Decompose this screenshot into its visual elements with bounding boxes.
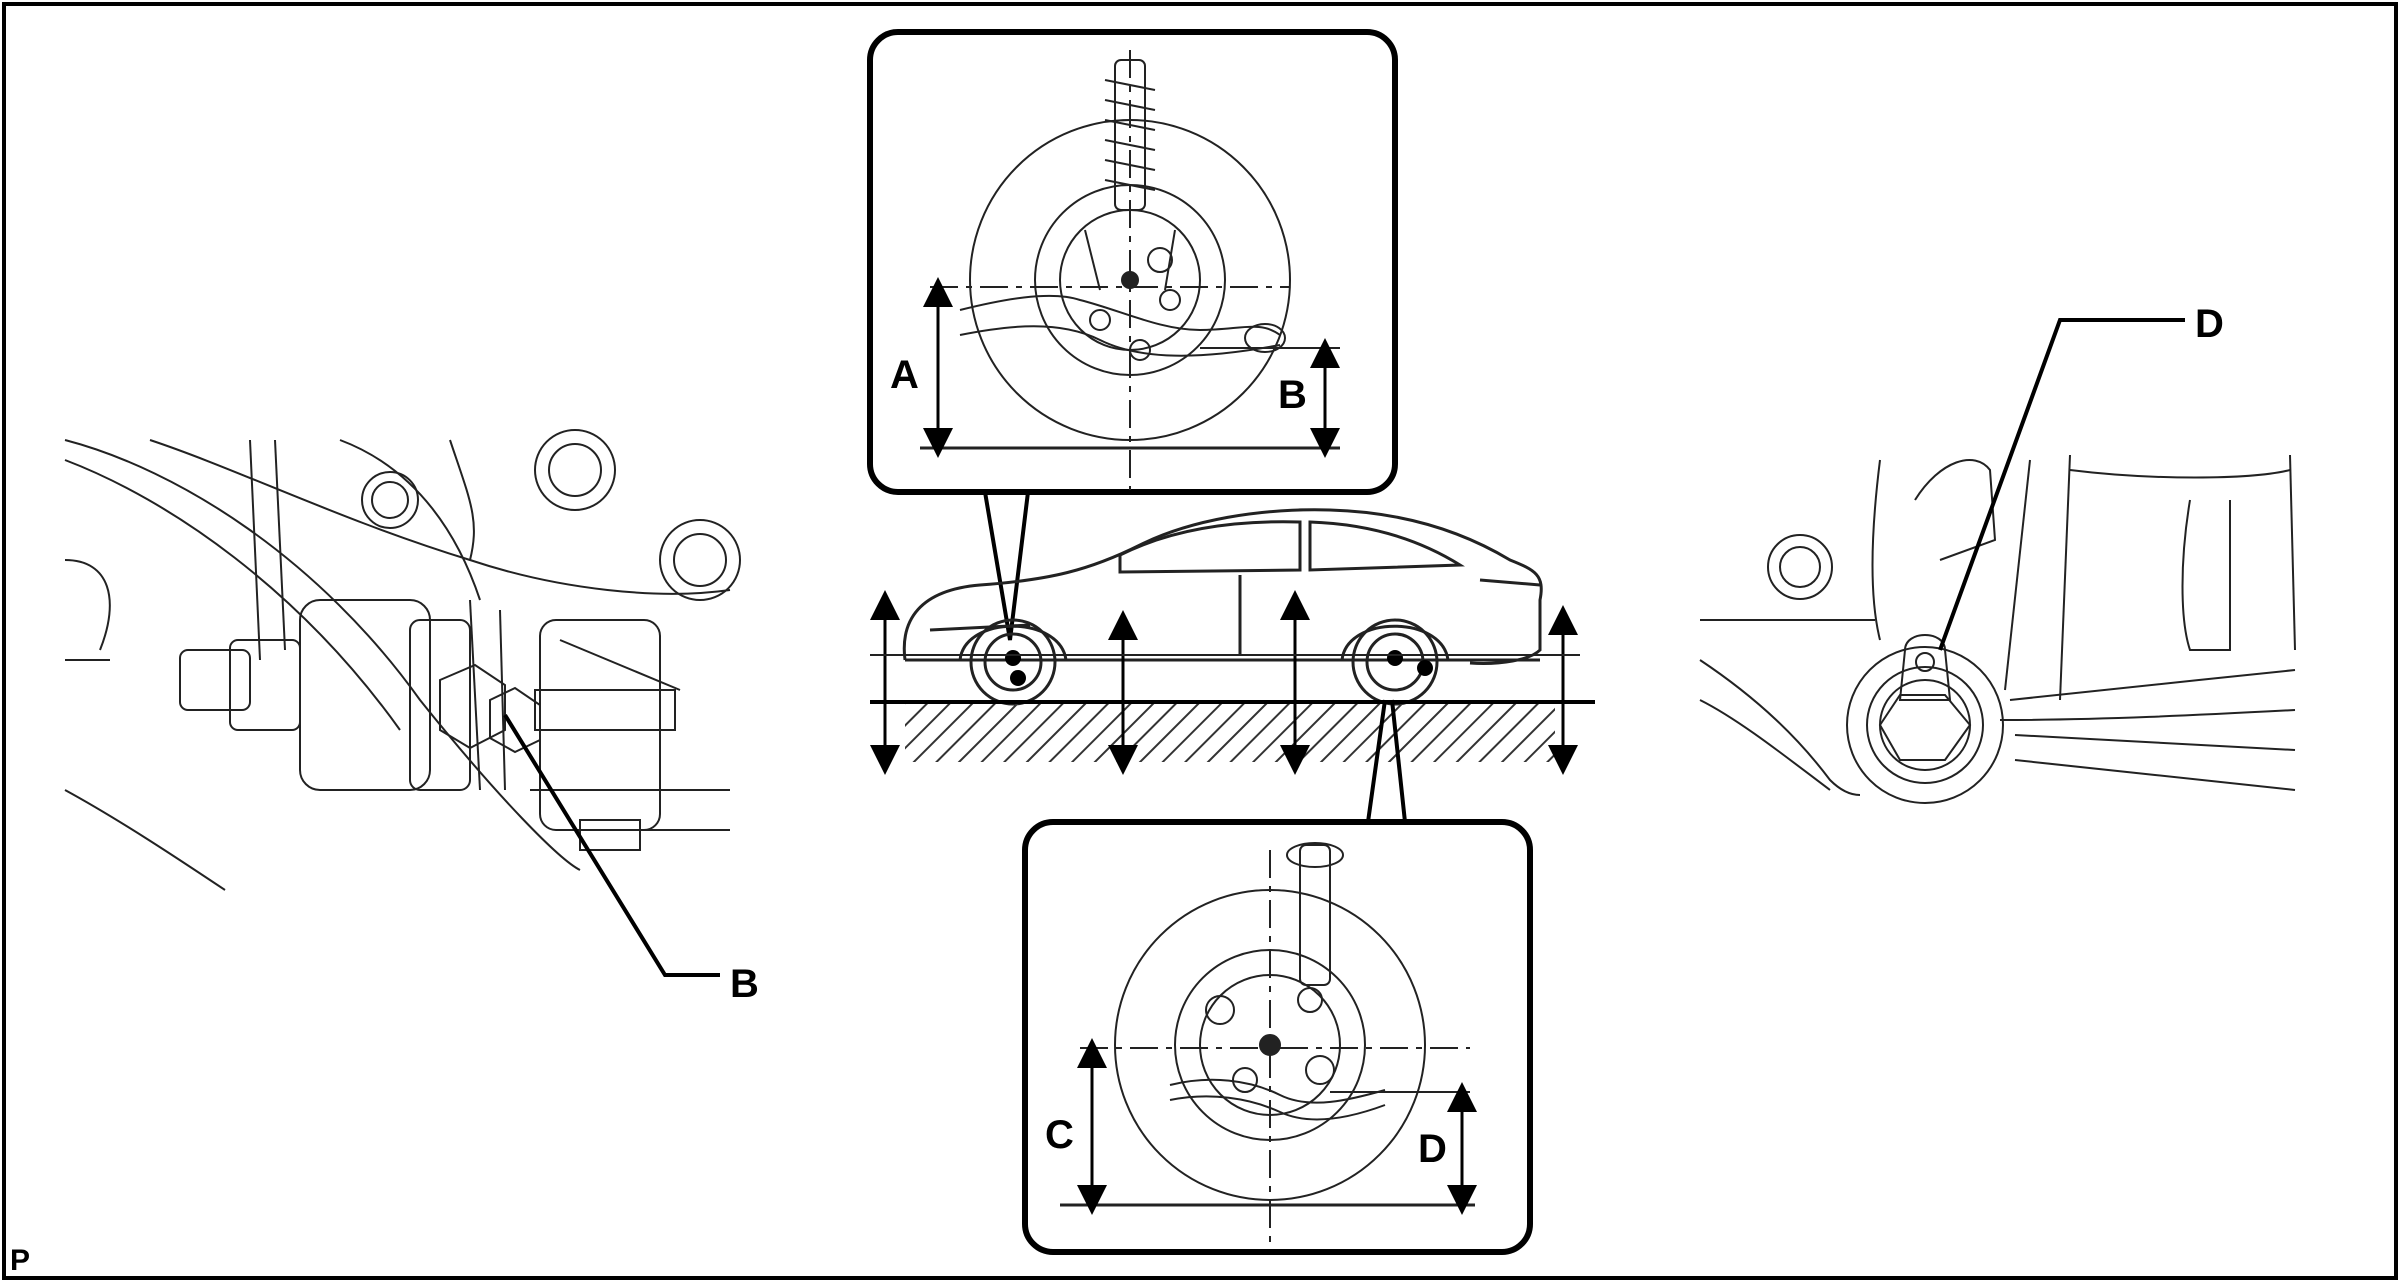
rear-wheel-center-dot <box>1387 650 1403 666</box>
rear-arm-bolt-dot <box>1417 660 1433 676</box>
front-arm-bolt-dot <box>1010 670 1026 686</box>
car-side-view <box>902 508 1543 706</box>
leader-line-d-right <box>1938 318 2185 651</box>
ground-hatching <box>905 702 1555 762</box>
callout-label-c: C <box>1045 1113 1074 1157</box>
right-detail-rear-arm <box>1699 454 2296 804</box>
left-detail-front-lower-arm <box>64 429 741 891</box>
callout-label-a: A <box>890 353 919 397</box>
callout-label-b-left: B <box>730 962 759 1006</box>
callout-label-d: D <box>1418 1127 1447 1171</box>
leader-line-b-left <box>503 713 720 977</box>
front-wheel-inset-frame <box>867 29 1398 495</box>
callout-label-d-right: D <box>2195 302 2224 346</box>
callout-label-b: B <box>1278 373 1307 417</box>
front-wheel-center-dot <box>1005 650 1021 666</box>
front-inset-pointer <box>983 491 1030 641</box>
corner-code: P <box>10 1244 30 1277</box>
